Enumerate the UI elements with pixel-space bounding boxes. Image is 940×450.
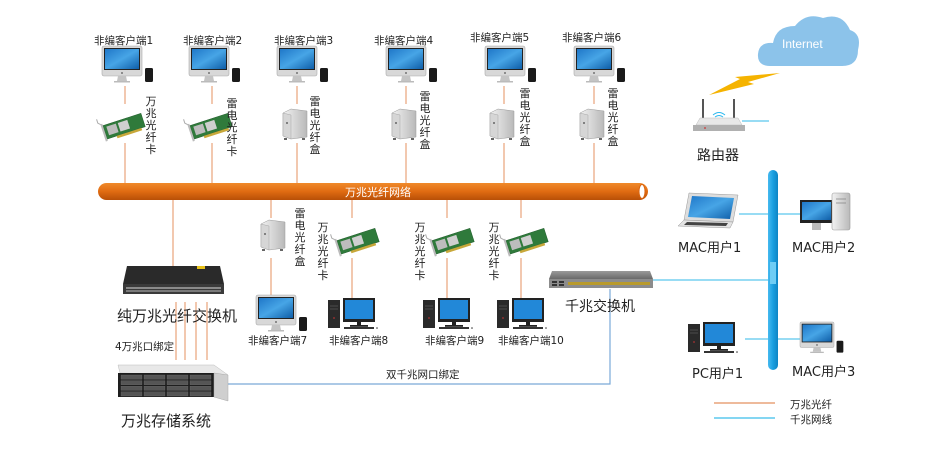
router-label: 路由器 xyxy=(697,148,739,164)
fiber-backbone-pipe xyxy=(98,183,648,200)
gige-trunk-pipe xyxy=(768,170,778,370)
adapter-label-10: 万兆光纤卡 xyxy=(488,221,500,282)
fiber-box-icon-3 xyxy=(282,108,308,140)
client-label-1: 非编客户端1 xyxy=(94,35,154,47)
user-label-mac1: MAC用户1 xyxy=(678,241,742,256)
client-label-6: 非编客户端6 xyxy=(562,32,622,44)
fiber-switch-icon xyxy=(123,266,224,294)
client-computer-icon-1 xyxy=(101,45,153,83)
mac-user3-icon xyxy=(799,321,844,354)
gige-switch-label: 千兆交换机 xyxy=(565,299,635,315)
fiber-box-icon-b1 xyxy=(260,219,286,251)
adapter-label-2: 雷电光纤卡 xyxy=(226,97,238,158)
lightning-bolt-icon xyxy=(709,73,780,95)
adapter-label-5: 雷电光纤盒 xyxy=(519,87,531,148)
gige-switch-icon xyxy=(549,271,653,288)
fiber-card-icon-b4 xyxy=(499,228,549,257)
pc-user-icon xyxy=(688,322,738,353)
client-computer-icon-4 xyxy=(385,45,437,83)
dual-bond-label: 双千兆网口绑定 xyxy=(386,369,460,381)
client-computer-icon-2 xyxy=(188,45,240,83)
client-computer-icon-6 xyxy=(573,45,625,83)
fiber-box-icon-4 xyxy=(391,108,417,140)
adapter-label-8: 万兆光纤卡 xyxy=(317,221,329,282)
adapter-label-1: 万兆光纤卡 xyxy=(145,95,157,156)
storage-array-icon xyxy=(117,364,229,402)
fiber-box-icon-5 xyxy=(489,108,515,140)
fiber-card-icon-2 xyxy=(183,113,233,142)
storage-label: 万兆存储系统 xyxy=(121,412,212,430)
adapter-label-7: 雷电光纤盒 xyxy=(294,207,306,268)
adapter-label-6: 雷电光纤盒 xyxy=(607,87,619,148)
client-computer-icon-5 xyxy=(484,45,536,83)
router-icon xyxy=(693,99,745,131)
adapter-label-9: 万兆光纤卡 xyxy=(414,221,426,282)
client-label-8: 非编客户端8 xyxy=(329,335,389,347)
client-computer-icon-10 xyxy=(497,298,547,329)
backbone-label: 万兆光纤网络 xyxy=(345,186,411,199)
fiber-switch-label: 纯万兆光纤交换机 xyxy=(117,307,238,325)
fiber-card-icon-1 xyxy=(96,113,146,142)
client-label-4: 非编客户端4 xyxy=(374,35,434,47)
client-label-7: 非编客户端7 xyxy=(248,335,308,347)
internet-label: Internet xyxy=(782,37,823,51)
mac-pro-icon xyxy=(800,192,851,231)
user-label-pc1: PC用户1 xyxy=(692,367,744,382)
client-label-5: 非编客户端5 xyxy=(470,32,530,44)
client-computer-icon-3 xyxy=(276,45,328,83)
mac-laptop-icon xyxy=(677,192,739,229)
client-label-2: 非编客户端2 xyxy=(183,35,243,47)
client-label-3: 非编客户端3 xyxy=(274,35,334,47)
client-computer-icon-8 xyxy=(328,298,378,329)
client-computer-icon-9 xyxy=(423,298,473,329)
legend-label-fiber: 万兆光纤 xyxy=(790,399,832,411)
fiber-card-icon-b3 xyxy=(425,228,475,257)
client-label-10: 非编客户端10 xyxy=(498,335,564,347)
client-label-9: 非编客户端9 xyxy=(425,335,485,347)
user-label-mac3: MAC用户3 xyxy=(792,365,856,380)
port-bond-label: 4万兆口绑定 xyxy=(115,341,175,353)
internet-cloud-icon xyxy=(757,16,859,66)
fiber-card-icon-b2 xyxy=(330,228,380,257)
devices xyxy=(96,16,859,419)
client-computer-icon-7 xyxy=(255,294,307,332)
adapter-label-4: 雷电光纤盒 xyxy=(419,90,431,151)
dual-gige-bond-link xyxy=(215,289,611,385)
adapter-label-3: 雷电光纤盒 xyxy=(309,95,321,156)
connection-lines xyxy=(124,86,806,385)
user-label-mac2: MAC用户2 xyxy=(792,241,856,256)
fiber-box-icon-6 xyxy=(579,108,605,140)
legend-label-gige: 千兆网线 xyxy=(790,414,832,426)
